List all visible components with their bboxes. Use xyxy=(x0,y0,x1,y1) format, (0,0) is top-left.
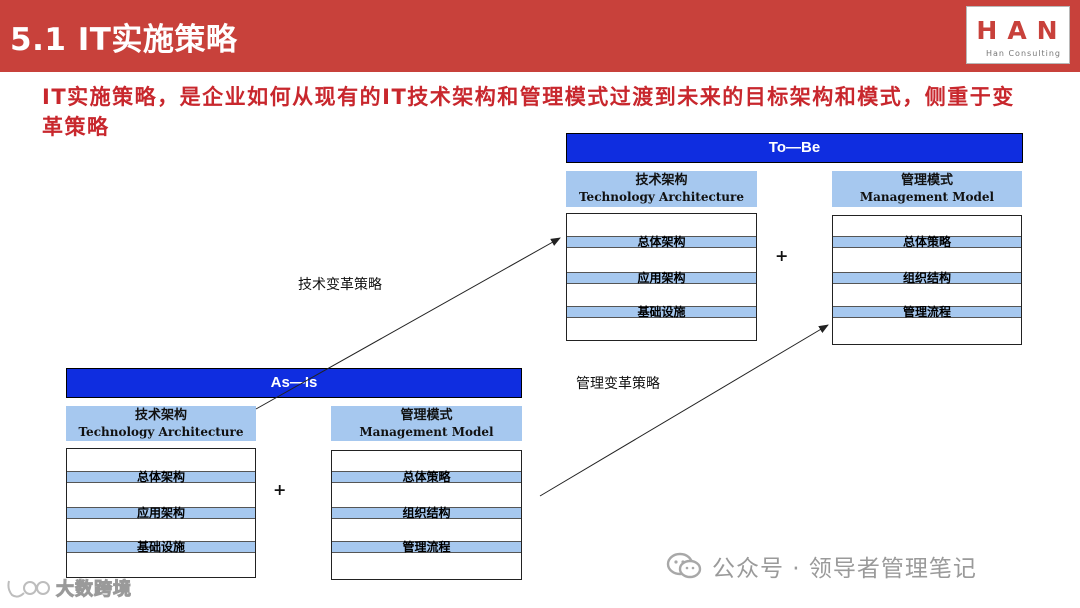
corner-watermark-text: 大数跨境 xyxy=(56,579,132,601)
wechat-icon xyxy=(666,552,702,580)
mgmt-strategy-arrow xyxy=(539,324,829,497)
as-is-tech-box: 总体架构 应用架构 基础设施 xyxy=(66,448,256,578)
page-title: 5.1 IT实施策略 xyxy=(10,22,238,58)
as-is-mgmt-subtitle: Management Model xyxy=(359,425,494,439)
as-is-tech-header: 技术架构 Technology Architecture xyxy=(66,406,256,441)
logo-subtext: Han Consulting xyxy=(985,49,1061,58)
to-be-mgmt-box: 总体策略 组织结构 管理流程 xyxy=(832,215,1022,345)
tech-strategy-label: 技术变革策略 xyxy=(298,277,382,293)
to-be-mgmt-subtitle: Management Model xyxy=(859,190,995,204)
mgmt-strategy-label: 管理变革策略 xyxy=(576,376,660,392)
corner-watermark: 大数跨境 xyxy=(6,574,132,602)
as-is-tech-row-3: 基础设施 xyxy=(67,541,255,553)
as-is-band: As—Is xyxy=(66,368,522,398)
logo-text: HAN xyxy=(976,16,1068,45)
to-be-mgmt-row-2: 组织结构 xyxy=(833,272,1021,284)
to-be-mgmt-row-3: 管理流程 xyxy=(833,306,1021,318)
to-be-tech-row-1: 总体架构 xyxy=(567,236,756,248)
as-is-mgmt-box: 总体策略 组织结构 管理流程 xyxy=(331,450,522,580)
to-be-tech-header: 技术架构 Technology Architecture xyxy=(566,171,757,207)
title-bar xyxy=(0,0,1080,72)
as-is-mgmt-header: 管理模式 Management Model xyxy=(331,406,522,441)
to-be-plus: + xyxy=(775,246,789,265)
as-is-mgmt-row-1: 总体策略 xyxy=(332,471,521,483)
to-be-mgmt-header: 管理模式 Management Model xyxy=(832,171,1022,207)
as-is-mgmt-row-2: 组织结构 xyxy=(332,507,521,519)
as-is-mgmt-title: 管理模式 xyxy=(400,408,453,423)
han-logo: HAN Han Consulting xyxy=(966,6,1070,64)
to-be-tech-title: 技术架构 xyxy=(635,173,688,188)
to-be-tech-box: 总体架构 应用架构 基础设施 xyxy=(566,213,757,341)
to-be-tech-subtitle: Technology Architecture xyxy=(579,190,744,204)
to-be-mgmt-row-1: 总体策略 xyxy=(833,236,1021,248)
corner-logo-icon xyxy=(7,580,50,598)
as-is-plus: + xyxy=(273,480,287,499)
as-is-tech-subtitle: Technology Architecture xyxy=(78,425,244,439)
to-be-tech-row-3: 基础设施 xyxy=(567,306,756,318)
to-be-tech-row-2: 应用架构 xyxy=(567,272,756,284)
as-is-mgmt-row-3: 管理流程 xyxy=(332,541,521,553)
to-be-band: To—Be xyxy=(566,133,1023,163)
as-is-tech-row-1: 总体架构 xyxy=(67,471,255,483)
subtitle: IT实施策略，是企业如何从现有的IT技术架构和管理模式过渡到未来的目标架构和模式… xyxy=(42,85,1015,139)
as-is-tech-row-2: 应用架构 xyxy=(67,507,255,519)
as-is-tech-title: 技术架构 xyxy=(134,408,187,423)
wechat-watermark: 公众号 · 领导者管理笔记 xyxy=(666,550,977,582)
wechat-watermark-text: 公众号 · 领导者管理笔记 xyxy=(712,556,977,582)
to-be-mgmt-title: 管理模式 xyxy=(900,173,953,188)
